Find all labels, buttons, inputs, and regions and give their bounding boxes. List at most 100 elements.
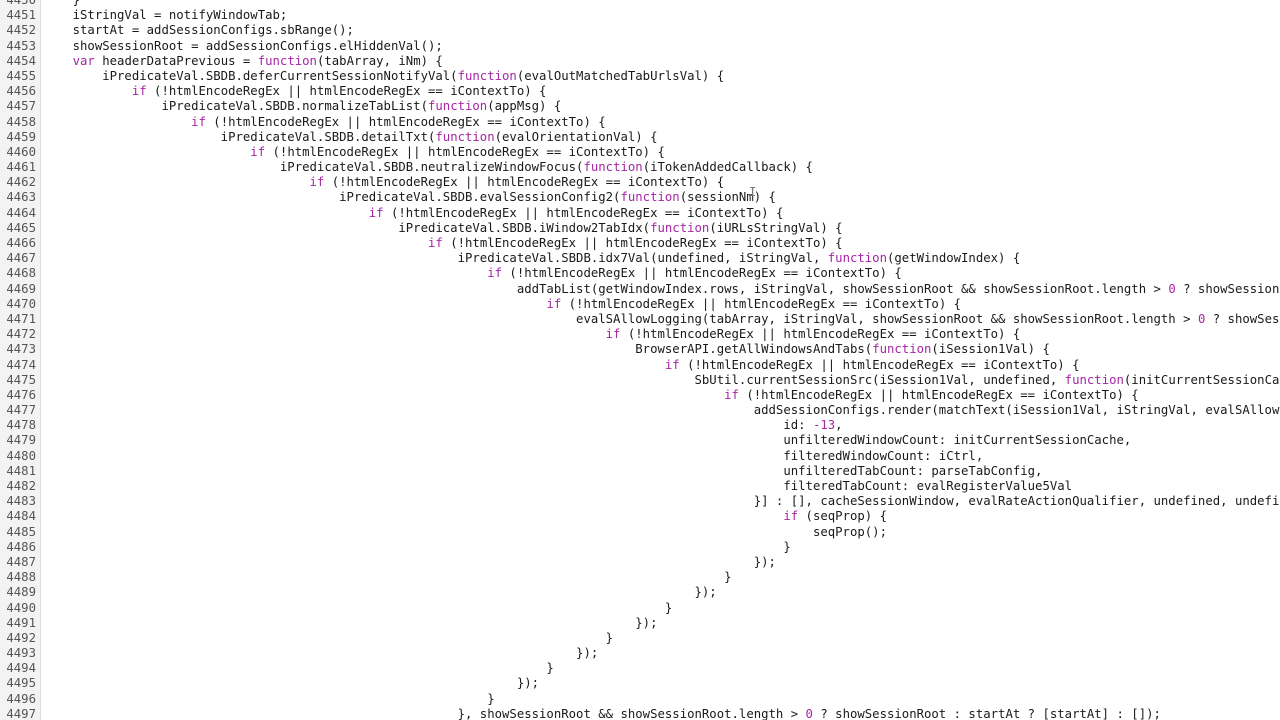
code-line[interactable]: 4473 BrowserAPI.getAllWindowsAndTabs(fun… — [0, 342, 1280, 357]
code-token: (!htmlEncodeRegEx || htmlEncodeRegEx == … — [561, 296, 962, 311]
code-line[interactable]: 4497 }, showSessionRoot && showSessionRo… — [0, 707, 1280, 720]
code-line[interactable]: 4488 } — [0, 570, 1280, 585]
code-text: iPredicateVal.SBDB.neutralizeWindowFocus… — [43, 160, 813, 175]
code-line[interactable]: 4490 } — [0, 601, 1280, 616]
code-line[interactable]: 4465 iPredicateVal.SBDB.iWindow2TabIdx(f… — [0, 221, 1280, 236]
code-token: }); — [43, 646, 599, 661]
code-text: iPredicateVal.SBDB.evalSessionConfig2(fu… — [43, 190, 776, 205]
code-line[interactable]: 4478 id: -13, — [0, 418, 1280, 433]
code-token — [43, 297, 546, 311]
code-line[interactable]: 4475 SbUtil.currentSessionSrc(iSession1V… — [0, 373, 1280, 388]
line-number: 4494 — [6, 661, 36, 676]
line-number: 4485 — [6, 524, 36, 539]
code-line[interactable]: 4451 iStringVal = notifyWindowTab; — [0, 8, 1280, 23]
code-text: if (!htmlEncodeRegEx || htmlEncodeRegEx … — [43, 115, 606, 130]
code-line[interactable]: 4460 if (!htmlEncodeRegEx || htmlEncodeR… — [0, 145, 1280, 160]
number-token: 0 — [805, 706, 813, 720]
code-line[interactable]: 4461 iPredicateVal.SBDB.neutralizeWindow… — [0, 160, 1280, 175]
code-line[interactable]: 4454 var headerDataPrevious = function(t… — [0, 54, 1280, 69]
line-number: 4464 — [6, 205, 36, 220]
code-line[interactable]: 4482 filteredTabCount: evalRegisterValue… — [0, 479, 1280, 494]
code-line[interactable]: 4483 }] : [], cacheSessionWindow, evalRa… — [0, 494, 1280, 509]
code-line[interactable]: 4469 addTabList(getWindowIndex.rows, iSt… — [0, 282, 1280, 297]
code-line[interactable]: 4456 if (!htmlEncodeRegEx || htmlEncodeR… — [0, 84, 1280, 99]
code-line[interactable]: 4495 }); — [0, 676, 1280, 691]
code-line[interactable]: 4453 showSessionRoot = addSessionConfigs… — [0, 39, 1280, 54]
code-line[interactable]: 4463 iPredicateVal.SBDB.evalSessionConfi… — [0, 190, 1280, 205]
code-text: }); — [43, 585, 717, 600]
code-line[interactable]: 4458 if (!htmlEncodeRegEx || htmlEncodeR… — [0, 115, 1280, 130]
code-text: }] : [], cacheSessionWindow, evalRateAct… — [43, 494, 1280, 509]
code-line[interactable]: 4493 }); — [0, 646, 1280, 661]
code-token: } — [43, 570, 732, 585]
code-line[interactable]: 4471 evalSAllowLogging(tabArray, iString… — [0, 312, 1280, 327]
line-number: 4474 — [6, 357, 36, 372]
line-number: 4456 — [6, 84, 36, 99]
code-line[interactable]: 4492 } — [0, 631, 1280, 646]
line-number: 4457 — [6, 99, 36, 114]
code-line[interactable]: 4462 if (!htmlEncodeRegEx || htmlEncodeR… — [0, 175, 1280, 190]
code-line[interactable]: 4479 unfilteredWindowCount: initCurrentS… — [0, 433, 1280, 448]
line-number: 4490 — [6, 600, 36, 615]
code-token: } — [43, 691, 495, 706]
line-number: 4476 — [6, 387, 36, 402]
keyword-token: if — [427, 236, 443, 250]
code-line[interactable]: 4450 } — [0, 0, 1280, 8]
code-token — [43, 236, 428, 250]
code-text: if (!htmlEncodeRegEx || htmlEncodeRegEx … — [43, 206, 784, 221]
code-line[interactable]: 4485 seqProp(); — [0, 525, 1280, 540]
code-text: if (!htmlEncodeRegEx || htmlEncodeRegEx … — [43, 145, 665, 160]
line-number: 4496 — [6, 691, 36, 706]
code-line[interactable]: 4481 unfilteredTabCount: parseTabConfig, — [0, 464, 1280, 479]
code-text: } — [43, 661, 553, 676]
line-number: 4459 — [6, 129, 36, 144]
code-line[interactable]: 4466 if (!htmlEncodeRegEx || htmlEncodeR… — [0, 236, 1280, 251]
line-number: 4465 — [6, 220, 36, 235]
code-line[interactable]: 4484 if (seqProp) { — [0, 509, 1280, 524]
code-line[interactable]: 4477 addSessionConfigs.render(matchText(… — [0, 403, 1280, 418]
code-line[interactable]: 4457 iPredicateVal.SBDB.normalizeTabList… — [0, 99, 1280, 114]
code-line[interactable]: 4464 if (!htmlEncodeRegEx || htmlEncodeR… — [0, 206, 1280, 221]
code-line[interactable]: 4487 }); — [0, 555, 1280, 570]
code-token: }); — [43, 554, 776, 569]
code-line[interactable]: 4494 } — [0, 661, 1280, 676]
code-line[interactable]: 4480 filteredWindowCount: iCtrl, — [0, 449, 1280, 464]
code-line[interactable]: 4476 if (!htmlEncodeRegEx || htmlEncodeR… — [0, 388, 1280, 403]
code-line[interactable]: 4455 iPredicateVal.SBDB.deferCurrentSess… — [0, 69, 1280, 84]
code-text: BrowserAPI.getAllWindowsAndTabs(function… — [43, 342, 1050, 357]
code-text: if (!htmlEncodeRegEx || htmlEncodeRegEx … — [43, 266, 902, 281]
line-number: 4483 — [6, 494, 36, 509]
code-token: }); — [43, 615, 658, 630]
code-line[interactable]: 4496 } — [0, 692, 1280, 707]
code-token: iPredicateVal.SBDB.iWindow2TabIdx( — [43, 220, 651, 235]
line-number: 4450 — [6, 0, 36, 7]
code-line[interactable]: 4489 }); — [0, 585, 1280, 600]
code-token: headerDataPrevious = — [94, 53, 258, 68]
code-line[interactable]: 4474 if (!htmlEncodeRegEx || htmlEncodeR… — [0, 358, 1280, 373]
code-text: } — [43, 570, 732, 585]
code-token: } — [43, 539, 791, 554]
code-line[interactable]: 4459 iPredicateVal.SBDB.detailTxt(functi… — [0, 130, 1280, 145]
code-line[interactable]: 4472 if (!htmlEncodeRegEx || htmlEncodeR… — [0, 327, 1280, 342]
code-line[interactable]: 4470 if (!htmlEncodeRegEx || htmlEncodeR… — [0, 297, 1280, 312]
code-line[interactable]: 4452 startAt = addSessionConfigs.sbRange… — [0, 23, 1280, 38]
code-token: iPredicateVal.SBDB.normalizeTabList( — [43, 99, 428, 114]
code-token: }); — [43, 585, 717, 600]
code-line[interactable]: 4468 if (!htmlEncodeRegEx || htmlEncodeR… — [0, 266, 1280, 281]
code-token: (iTokenAddedCallback) { — [642, 160, 813, 175]
code-text: iPredicateVal.SBDB.iWindow2TabIdx(functi… — [43, 220, 842, 236]
code-token: showSessionRoot = addSessionConfigs.elHi… — [43, 38, 443, 53]
code-token — [43, 145, 250, 159]
code-token — [43, 358, 665, 372]
code-token: ? showSessionRoot — [1183, 281, 1280, 296]
code-line[interactable]: 4467 iPredicateVal.SBDB.idx7Val(undefine… — [0, 251, 1280, 266]
keyword-token: if — [191, 114, 206, 129]
number-token: 0 — [1197, 311, 1206, 326]
code-line[interactable]: 4491 }); — [0, 616, 1280, 631]
code-line[interactable]: 4486 } — [0, 540, 1280, 555]
line-number: 4452 — [6, 23, 36, 38]
code-token: (iSession1Val) { — [931, 342, 1050, 357]
code-text: }); — [43, 616, 657, 631]
